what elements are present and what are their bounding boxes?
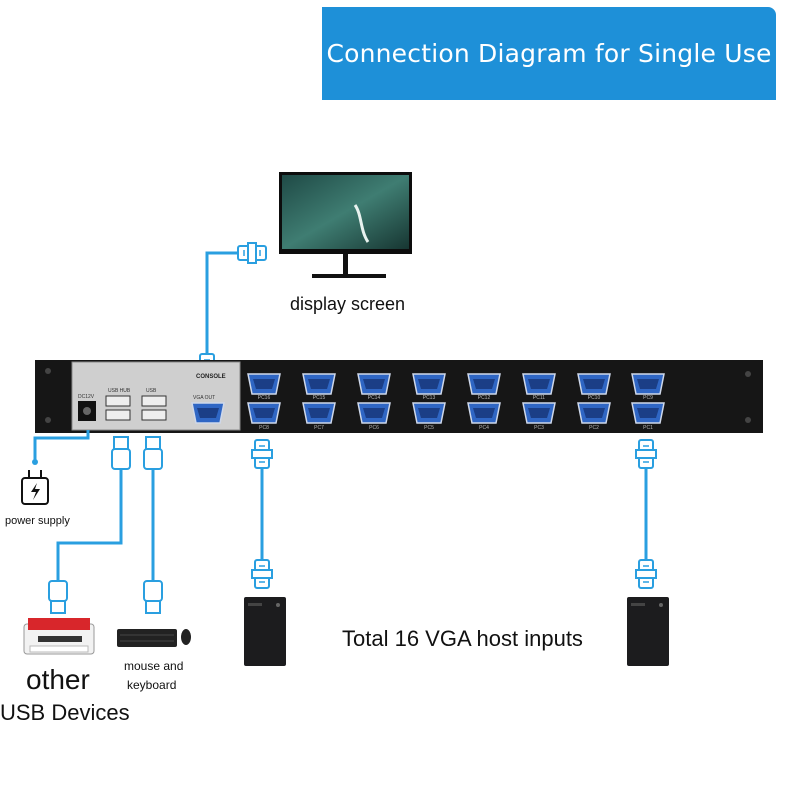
port-label: PC8 [259, 425, 269, 431]
power-adapter-icon [21, 470, 49, 505]
pc-tower-icon [244, 597, 286, 666]
port-label: PC13 [423, 395, 436, 401]
usb-hub-label: USB HUB [108, 388, 131, 394]
kvm-switch: DC12V USB HUB USB CONSOLE VGA OUT [35, 360, 763, 433]
pc-tower-icon [627, 597, 669, 666]
diagram-title: Connection Diagram for Single Use [326, 39, 772, 68]
port-label: PC9 [643, 395, 653, 401]
port-label: PC6 [369, 425, 379, 431]
port-label: PC14 [368, 395, 381, 401]
vga-cable-pc-right [635, 439, 657, 589]
port-label: PC12 [478, 395, 491, 401]
usb-label: USB [146, 388, 157, 394]
port-label: PC1 [643, 425, 653, 431]
usb-devices-label: USB Devices [0, 700, 130, 725]
port-label: PC16 [258, 395, 271, 401]
usb-cables [48, 436, 163, 614]
vga-cable-display [196, 242, 267, 383]
power-supply-label: power supply [5, 515, 70, 527]
usb-plug-icon [143, 580, 163, 614]
mouse-keyboard-label-1: mouse and [124, 659, 184, 673]
port-label: PC10 [588, 395, 601, 401]
printer-icon [23, 618, 95, 655]
mouse-icon [181, 629, 191, 645]
total-inputs-label: Total 16 VGA host inputs [342, 626, 583, 651]
vga-out-label: VGA OUT [193, 395, 215, 401]
mouse-keyboard-label-2: keyboard [127, 678, 177, 692]
usb-plug-icon [111, 436, 131, 470]
port-label: PC11 [533, 395, 545, 401]
vga-cable-pc-left [251, 439, 273, 589]
port-label: PC15 [313, 395, 326, 401]
other-label: other [26, 664, 90, 695]
diagram-title-banner: Connection Diagram for Single Use [322, 7, 776, 100]
monitor-icon [279, 172, 412, 278]
console-label: CONSOLE [196, 374, 226, 380]
vga-connector-icon [237, 242, 267, 264]
keyboard-icon [117, 629, 177, 647]
port-label: PC4 [479, 425, 489, 431]
dc-label: DC12V [78, 394, 95, 400]
power-cable [21, 430, 90, 505]
display-screen-label: display screen [290, 294, 406, 314]
port-label: PC3 [534, 425, 544, 431]
port-label: PC5 [424, 425, 434, 431]
usb-plug-icon [143, 436, 163, 470]
usb-plug-icon [48, 580, 68, 614]
port-label: PC7 [314, 425, 324, 431]
port-label: PC2 [589, 425, 599, 431]
